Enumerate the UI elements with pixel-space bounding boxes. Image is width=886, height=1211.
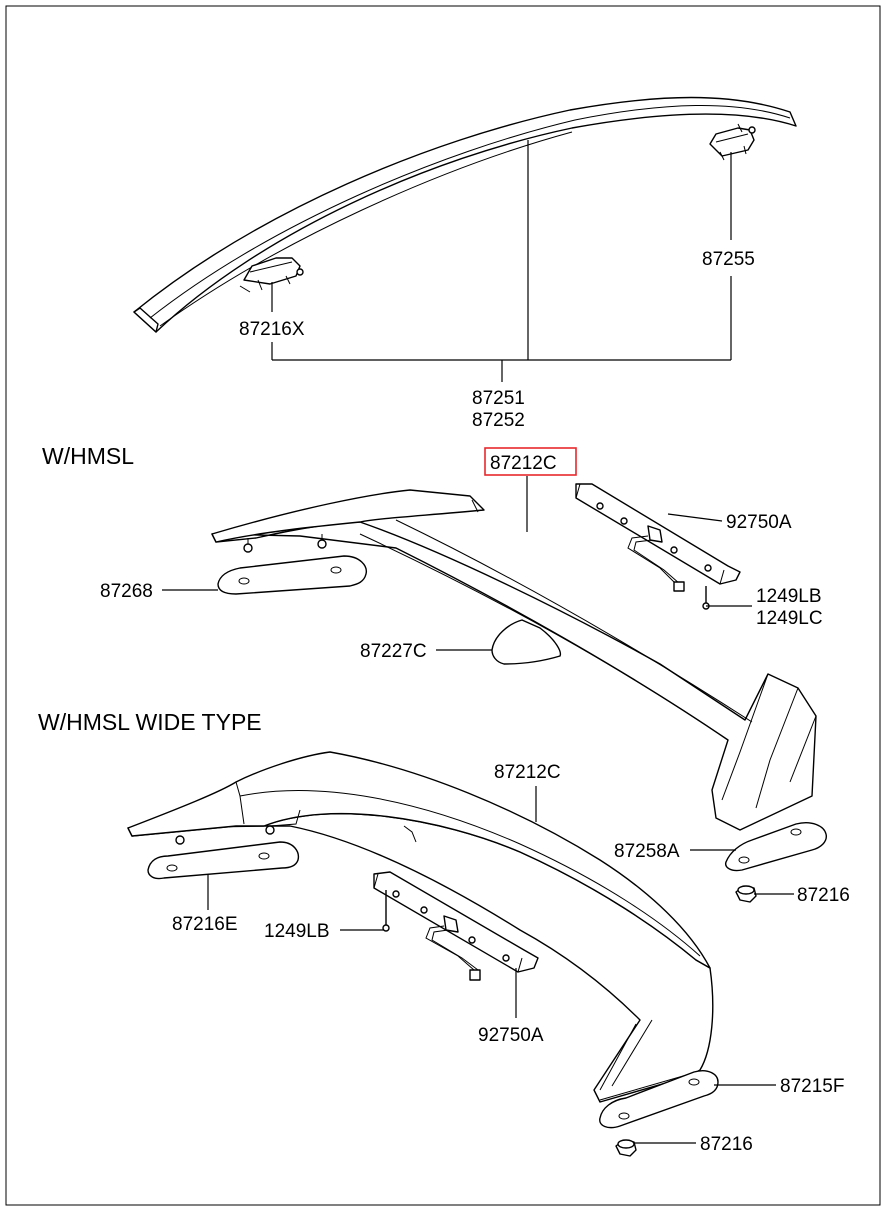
pad-87215F (599, 1070, 719, 1129)
label-87216-bottom: 87216 (700, 1134, 753, 1155)
label-1249LB-wide: 1249LB (264, 921, 330, 942)
nut-87216-bottom (615, 1139, 637, 1157)
label-87215F: 87215F (780, 1076, 844, 1097)
section-heading-w-hmsl-wide: W/HMSL WIDE TYPE (38, 709, 262, 735)
diagram-frame (5, 5, 881, 1206)
label-87212C-wide: 87212C (494, 762, 561, 783)
section-heading-w-hmsl: W/HMSL (42, 443, 134, 469)
lamp-92750A-wide (373, 871, 539, 981)
label-92750A-wide: 92750A (478, 1025, 544, 1046)
label-87252: 87252 (472, 410, 525, 431)
label-87212C-top[interactable]: 87212C (490, 453, 557, 474)
pad-87268 (217, 555, 367, 595)
label-87255: 87255 (702, 249, 755, 270)
pad-87258A (725, 822, 827, 872)
label-1249LC: 1249LC (756, 608, 823, 629)
lamp-92750A-top (575, 483, 741, 592)
roof-spoiler (133, 96, 797, 333)
cap-87227C (491, 619, 562, 665)
highlight-box-87212C (484, 447, 577, 476)
rear-spoiler-wide (127, 751, 714, 1103)
clip-87255 (709, 123, 756, 161)
label-92750A-top: 92750A (726, 512, 792, 533)
label-1249LB-top: 1249LB (756, 586, 822, 607)
pad-87216E (147, 841, 300, 880)
clip-87216X (239, 257, 304, 293)
label-87268: 87268 (100, 581, 153, 602)
label-87216X: 87216X (239, 319, 305, 340)
label-87216-mid: 87216 (797, 885, 850, 906)
leader-92750A-top (667, 513, 723, 522)
label-87258A: 87258A (614, 841, 680, 862)
nut-87216-mid (735, 885, 757, 903)
label-87227C: 87227C (360, 641, 427, 662)
label-87251: 87251 (472, 388, 525, 409)
label-87216E: 87216E (172, 914, 238, 935)
screw-1249LB-wide (382, 890, 390, 932)
rear-spoiler-hmsl (211, 489, 817, 831)
